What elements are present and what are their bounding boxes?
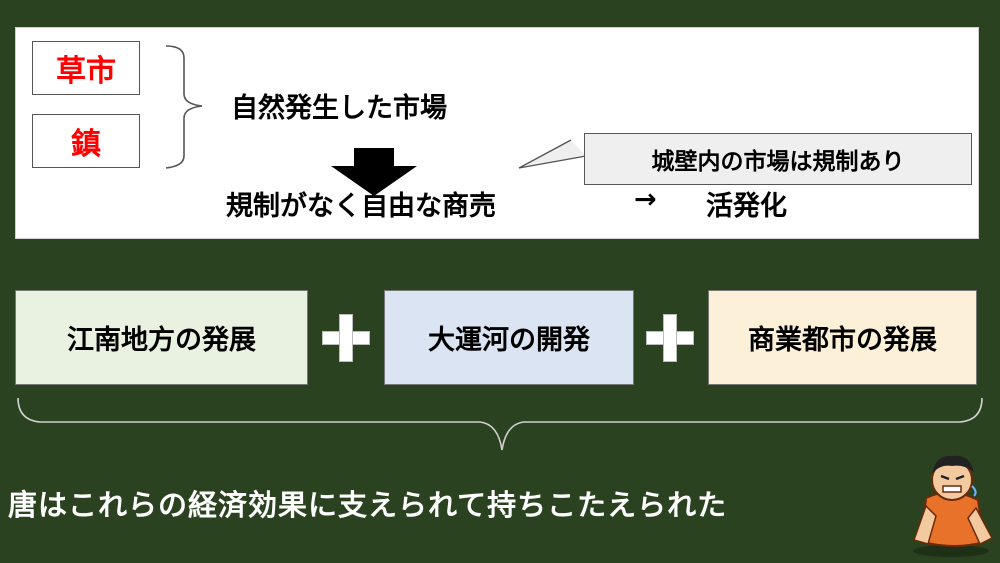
down-arrow-icon xyxy=(331,148,417,196)
market-panel: 草市 鎮 自然発生した市場 城壁内の市場は規制あり 規制がなく自由な商売 → 活… xyxy=(15,27,979,239)
result-text: 活発化 xyxy=(706,191,787,222)
factor-box-canal: 大運河の開発 xyxy=(384,290,634,385)
callout-pointer xyxy=(518,139,587,169)
conclusion-text: 唐はこれらの経済効果に支えられて持ちこたえられた xyxy=(8,488,728,522)
right-arrow-text: → xyxy=(634,184,657,215)
regulation-callout: 城壁内の市場は規制あり xyxy=(584,133,972,185)
plus-icon xyxy=(646,314,694,362)
bottom-brace-icon xyxy=(17,397,983,451)
tag-zhen: 鎮 xyxy=(32,114,140,168)
left-brace-icon xyxy=(165,45,203,169)
factor-box-cities: 商業都市の発展 xyxy=(708,290,977,385)
plus-icon xyxy=(322,314,370,362)
natural-market-text: 自然発生した市場 xyxy=(231,93,447,124)
free-trade-text: 規制がなく自由な商売 xyxy=(226,191,496,222)
tag-caoshi: 草市 xyxy=(32,41,140,95)
factor-box-jiangnan: 江南地方の発展 xyxy=(15,290,308,385)
brace-and-arrow xyxy=(165,45,587,196)
struggling-man-icon xyxy=(913,455,994,557)
